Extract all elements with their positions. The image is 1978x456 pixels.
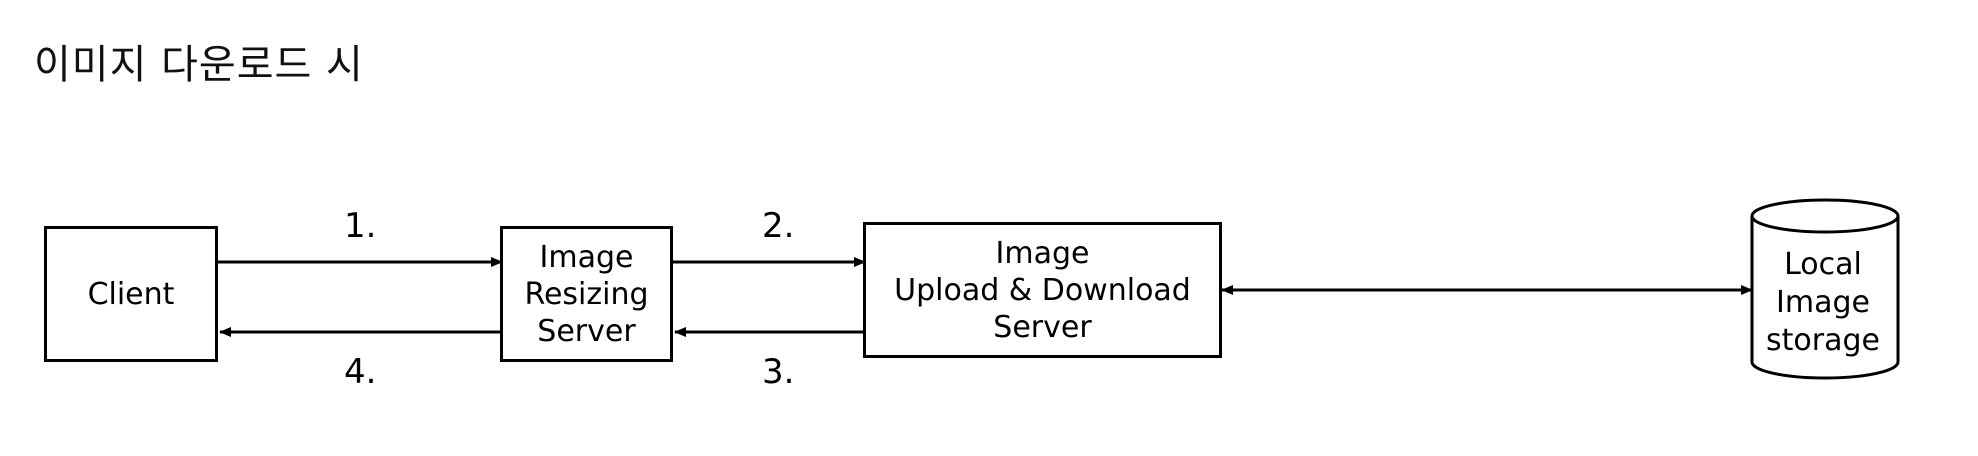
- resizing-server-node: Image Resizing Server: [500, 226, 673, 362]
- upload-server-line-3: Server: [993, 309, 1092, 345]
- step-label-2: 2.: [762, 206, 795, 246]
- diagram-title: 이미지 다운로드 시: [34, 42, 364, 88]
- upload-server-line-1: Image: [995, 235, 1090, 271]
- upload-server-line-2: Upload & Download: [894, 272, 1191, 308]
- resizing-server-line-3: Server: [537, 313, 636, 349]
- upload-download-server-node: Image Upload & Download Server: [863, 222, 1222, 358]
- storage-line-2: Image: [1776, 285, 1870, 320]
- resizing-server-line-1: Image: [539, 239, 634, 275]
- client-node: Client: [44, 226, 218, 362]
- step-label-1: 1.: [344, 206, 377, 246]
- local-storage-cylinder: [1750, 198, 1900, 380]
- step-label-3: 3.: [762, 352, 795, 392]
- local-storage-node: Local Image storage: [1748, 238, 1898, 368]
- client-label: Client: [87, 276, 175, 312]
- storage-line-1: Local: [1784, 247, 1862, 282]
- storage-line-3: storage: [1766, 323, 1880, 358]
- step-label-4: 4.: [344, 352, 377, 392]
- resizing-server-line-2: Resizing: [524, 276, 649, 312]
